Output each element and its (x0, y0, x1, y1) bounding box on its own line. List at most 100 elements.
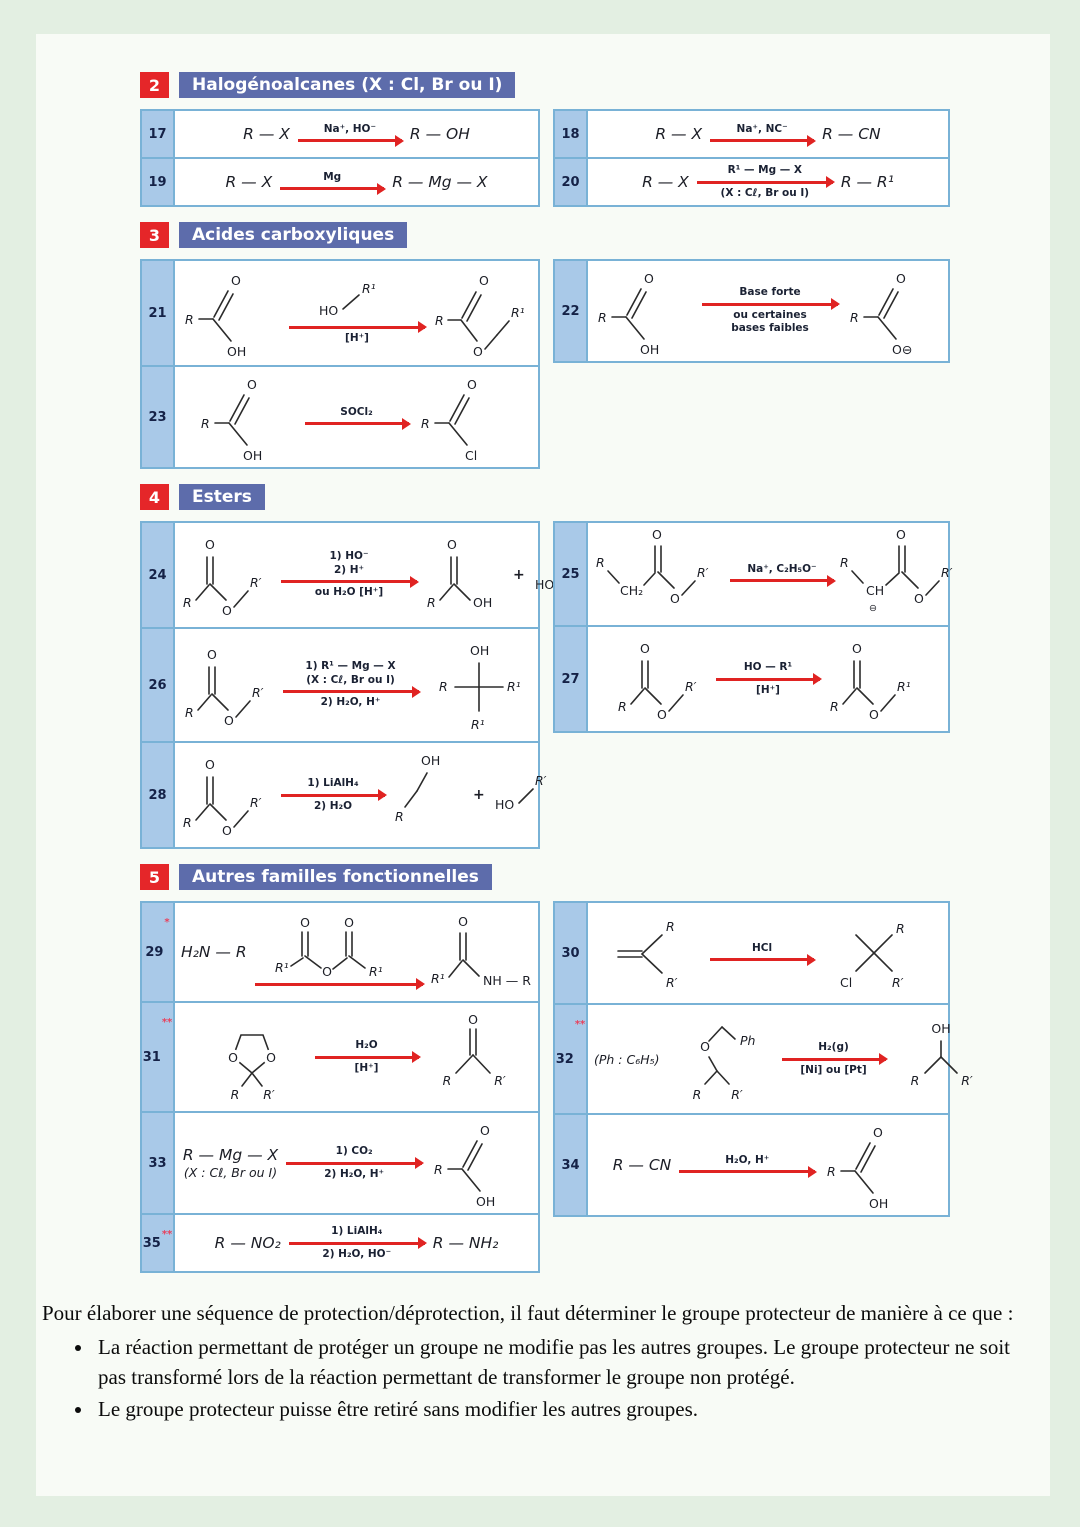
section-title: Esters (179, 484, 265, 510)
atom-label: R (185, 705, 194, 720)
structure-ester: R O O R′ (185, 647, 264, 728)
reaction-number: 23 (142, 367, 175, 467)
structure-ester: R O O R′ (183, 537, 262, 618)
structure-ester: R O O R¹ (435, 273, 525, 359)
reaction-arrow-block: SOCl₂ (304, 406, 411, 430)
reaction-number: 17 (142, 111, 175, 157)
protection-deprotection-note: Pour élaborer une séquence de protection… (42, 1299, 1040, 1425)
footer-bullet: La réaction permettant de protéger un gr… (94, 1333, 1040, 1393)
atom-label: OH (421, 753, 440, 768)
atom-label: R′ (494, 1073, 506, 1088)
arrow-label-below: 2) H₂O, H⁺ (324, 1167, 385, 1180)
atom-label: R (439, 679, 448, 694)
reactant-formula: H₂N — R (181, 943, 247, 961)
arrow-label-above: (X : Cℓ, Br ou I) (306, 673, 395, 686)
reaction-arrow-block: Mg (280, 170, 387, 195)
arrow-label-above: HCl (751, 941, 773, 954)
atom-label: HO (319, 303, 338, 318)
atom-label: O (231, 273, 241, 288)
arrow-label-above: 1) CO₂ (335, 1144, 373, 1157)
atom-label: R (910, 1073, 919, 1088)
structure-ketone: O R R′ (442, 1013, 506, 1088)
atom-label: O (266, 1050, 276, 1065)
reaction-arrow (314, 1051, 421, 1063)
product-formula: R — Mg — X (392, 173, 488, 191)
reaction-arrow (730, 574, 836, 587)
section-badge: 4 (140, 484, 169, 510)
structure-carboxylic-acid: R O OH (827, 1125, 888, 1211)
reaction-number: 32** (555, 1005, 588, 1113)
reaction-row-27: 27 R O O R′ HO — R¹ [H⁺] (555, 625, 948, 731)
reaction-arrow (696, 176, 835, 188)
arrow-label-above: Na⁺, HO⁻ (323, 122, 377, 135)
reactant-formula: R — CN (612, 1156, 672, 1174)
table-left: 24 R O O R′ 1) HO⁻ 2) H⁺ (140, 521, 586, 849)
structure-ester: R O O R′ (183, 757, 262, 838)
atom-label: O (896, 271, 906, 286)
atom-label: R (618, 699, 627, 714)
arrow-label-below: bases faibles (731, 322, 809, 335)
reaction-arrow-block: Na⁺, C₂H₅O⁻ (730, 563, 836, 587)
atom-label: R (201, 416, 210, 431)
atom-label: R (598, 310, 607, 325)
atom-label: O (644, 271, 654, 286)
section-badge: 2 (140, 72, 169, 98)
atom-label: R (666, 919, 675, 934)
reaction-number: 30 (555, 903, 588, 1003)
atom-label: O (222, 603, 232, 618)
atom-label: O (479, 273, 489, 288)
reaction-number: 31** (142, 1003, 175, 1111)
footnote-star: ** (161, 1017, 173, 1028)
atom-label: OH (931, 1021, 950, 1036)
atom-label: O (228, 1050, 238, 1065)
reaction-row-23: 23 R O OH SOCl₂ R (142, 365, 538, 467)
footnote-star: ** (574, 1019, 586, 1030)
arrow-label-above: 1) HO⁻ (329, 550, 369, 563)
atom-label: OH (470, 643, 489, 658)
reaction-number: 29* (142, 903, 175, 1001)
atom-label: R′ (250, 795, 262, 810)
section-title: Acides carboxyliques (179, 222, 408, 248)
atom-label: R¹ (897, 679, 911, 694)
reaction-arrow-block: HO R¹ [H⁺] (289, 281, 427, 346)
reaction-row-33: 33 R — Mg — X (X : Cℓ, Br ou I) 1) CO₂ 2… (142, 1111, 538, 1213)
section-title: Autres familles fonctionnelles (179, 864, 492, 890)
reaction-arrow-block: 1) HO⁻ 2) H⁺ ou H₂O [H⁺] (281, 550, 419, 600)
structure-carboxylate: R O O⊖ (850, 271, 912, 357)
arrow-label-above: Mg (323, 170, 342, 183)
atom-label: OH (640, 342, 659, 357)
atom-label: R′ (535, 773, 547, 788)
atom-label: R (896, 921, 905, 936)
arrow-label-above: HO — R¹ (743, 660, 793, 673)
reaction-arrow (289, 321, 427, 334)
reaction-row-25: 25 R CH₂ O O R′ Na⁺, (555, 523, 953, 625)
table-left: 21 R O OH HO R¹ (140, 259, 540, 469)
arrow-label-below: (X : Cℓ, Br ou I) (720, 186, 810, 199)
structure-alcohol-reagent: HO R¹ (319, 281, 376, 318)
reactant-formula: R — X (243, 125, 290, 143)
reaction-number: 28 (142, 743, 175, 847)
atom-label: O (896, 527, 906, 542)
structure-alcohol: HO R′ (495, 773, 547, 812)
reaction-number: 21 (142, 261, 175, 365)
reaction-number: 35** (142, 1215, 175, 1271)
reaction-number: 27 (555, 627, 588, 731)
atom-label: R (840, 555, 849, 570)
arrow-label-below: ou certaines (733, 308, 807, 321)
atom-label: OH (243, 448, 262, 463)
atom-label: O (869, 707, 879, 722)
atom-label: R′ (941, 565, 953, 580)
atom-label: O (467, 377, 477, 392)
section-header-halogenoalcanes: 2 Halogénoalcanes (X : Cl, Br ou I) (140, 72, 1050, 98)
section5-tables: 29* H₂N — R R¹ O O O (140, 901, 1050, 1273)
atom-label: R¹ (275, 960, 289, 975)
reaction-arrow (281, 789, 387, 801)
reaction-arrow-block: R¹ — Mg — X (X : Cℓ, Br ou I) (696, 164, 835, 200)
reactant-formula: R — X (225, 173, 273, 191)
footer-bullet: Le groupe protecteur puisse être retiré … (94, 1395, 1040, 1425)
reaction-row-21: 21 R O OH HO R¹ (142, 261, 538, 365)
reaction-row-29: 29* H₂N — R R¹ O O O (142, 903, 538, 1001)
reaction-number: 33 (142, 1113, 175, 1213)
reaction-number: 18 (555, 111, 588, 157)
